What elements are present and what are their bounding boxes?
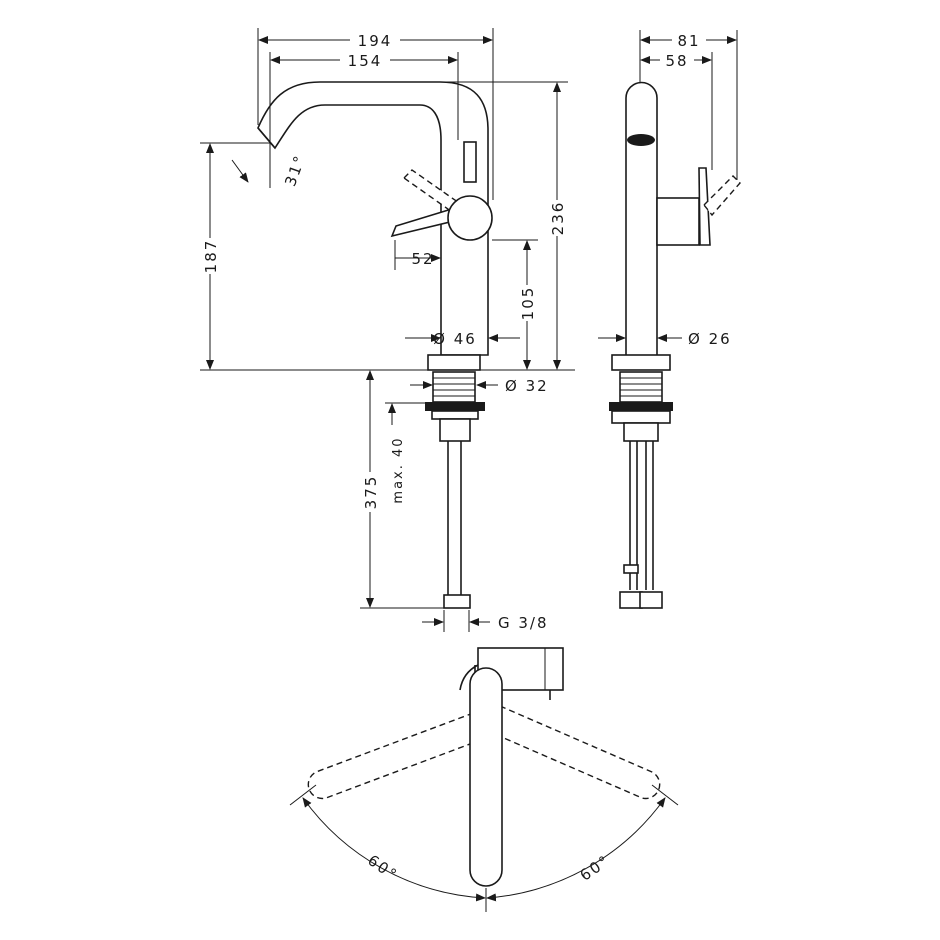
base-plate bbox=[427, 354, 481, 371]
lower-body bbox=[439, 418, 471, 442]
front-dimensions: 194 154 31° 52 236 187 105 Ø 46 Ø 32 bbox=[200, 28, 575, 632]
side-dimensions: 81 58 Ø 26 bbox=[598, 30, 738, 348]
dim-105: 105 bbox=[519, 286, 537, 321]
front-view bbox=[257, 81, 493, 609]
dim-52: 52 bbox=[411, 250, 434, 268]
handle-hub bbox=[447, 195, 493, 241]
dim-154: 154 bbox=[348, 52, 383, 70]
hose-connector bbox=[443, 594, 471, 609]
hose-connector-side bbox=[619, 591, 643, 609]
dim-diameter-46: Ø 46 bbox=[433, 330, 477, 348]
lever-left-60 bbox=[307, 705, 503, 800]
dim-31-deg: 31° bbox=[281, 152, 309, 189]
dim-60-deg-right: 60° bbox=[577, 851, 614, 884]
mounting-nut bbox=[425, 402, 485, 411]
base-plate-side bbox=[611, 354, 671, 371]
dim-58: 58 bbox=[665, 52, 688, 70]
dim-diameter-26: Ø 26 bbox=[688, 330, 732, 348]
dim-194: 194 bbox=[358, 32, 393, 50]
dim-60-deg-left: 60° bbox=[364, 851, 401, 884]
thread-shank-side bbox=[619, 371, 663, 403]
faucet-body-side bbox=[625, 81, 658, 355]
dim-max-40: max. 40 bbox=[391, 436, 406, 503]
dim-g-3-8: G 3/8 bbox=[498, 614, 549, 632]
dim-375: 375 bbox=[362, 475, 380, 510]
aerator bbox=[627, 134, 655, 146]
dim-diameter-32: Ø 32 bbox=[505, 377, 549, 395]
lever-open-side bbox=[703, 175, 741, 217]
aerator-detail bbox=[463, 141, 477, 183]
thread-shank bbox=[432, 371, 476, 403]
spout-top bbox=[469, 667, 503, 887]
mounting-washer bbox=[431, 410, 479, 420]
lever-right-60 bbox=[489, 705, 661, 800]
handle-housing bbox=[656, 197, 700, 246]
dim-236: 236 bbox=[549, 201, 567, 236]
faucet-spout bbox=[257, 81, 489, 356]
side-view bbox=[609, 81, 741, 609]
dim-187: 187 bbox=[202, 239, 220, 274]
top-view: 60° 60° bbox=[289, 647, 679, 912]
dim-81: 81 bbox=[677, 32, 700, 50]
